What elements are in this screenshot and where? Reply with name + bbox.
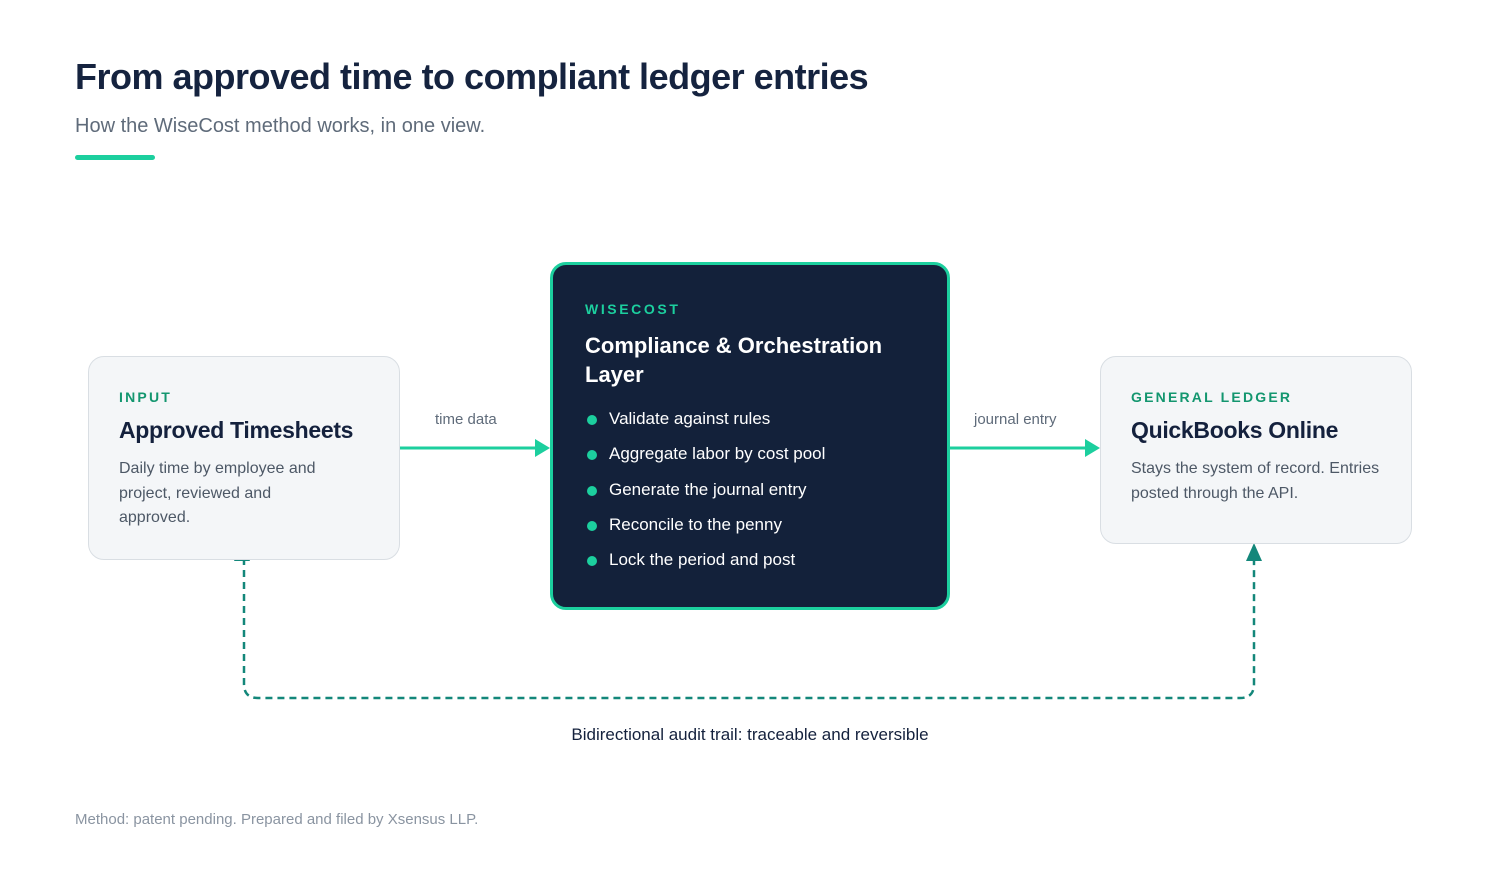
core-step-label: Reconcile to the penny [609, 514, 782, 534]
core-card-eyebrow: WISECOST [585, 301, 681, 317]
bullet-dot-icon [587, 415, 597, 425]
flow-label-time-data: time data [435, 411, 497, 428]
bullet-dot-icon [587, 485, 597, 496]
page-subtitle: How the WiseCost method works, in one vi… [75, 115, 486, 137]
audit-arrowhead-ledger [1246, 543, 1262, 561]
core-step: Aggregate labor by cost pool [587, 444, 825, 479]
core-step: Generate the journal entry [587, 480, 825, 515]
core-step-label: Aggregate labor by cost pool [609, 444, 826, 464]
bullet-dot-icon [587, 520, 597, 531]
input-card: INPUT Approved Timesheets Daily time by … [88, 356, 400, 560]
bullet-dot-icon [587, 556, 597, 567]
audit-trail-caption: Bidirectional audit trail: traceable and… [571, 725, 929, 744]
core-step-label: Validate against rules [609, 409, 771, 428]
core-steps-list: Validate against rules Aggregate labor b… [587, 409, 825, 585]
flow-arrowhead-journal-entry [1085, 439, 1100, 457]
flow-label-journal-entry: journal entry [974, 411, 1057, 428]
core-step-label: Generate the journal entry [609, 479, 807, 499]
bullet-dot-icon [587, 450, 597, 461]
title-accent-bar [75, 155, 155, 160]
core-step: Validate against rules [587, 409, 825, 444]
ledger-card-eyebrow: GENERAL LEDGER [1131, 389, 1293, 405]
flow-arrowhead-time-data [535, 439, 550, 457]
wisecost-core-card: WISECOST Compliance & Orchestration Laye… [550, 262, 950, 610]
ledger-card-description: Stays the system of record. Entries post… [1131, 460, 1380, 502]
core-card-title: Compliance & Orchestration Layer [585, 333, 883, 387]
core-step: Reconcile to the penny [587, 515, 825, 550]
footer-note: Method: patent pending. Prepared and fil… [75, 811, 479, 828]
page-title: From approved time to compliant ledger e… [75, 56, 869, 97]
core-step-label: Lock the period and post [609, 550, 796, 570]
input-card-description: Daily time by employee and project, revi… [119, 460, 316, 526]
ledger-card-title: QuickBooks Online [1131, 417, 1339, 443]
core-step: Lock the period and post [587, 550, 825, 585]
ledger-card: GENERAL LEDGER QuickBooks Online Stays t… [1100, 356, 1412, 544]
input-card-title: Approved Timesheets [119, 417, 354, 443]
input-card-eyebrow: INPUT [119, 389, 172, 405]
